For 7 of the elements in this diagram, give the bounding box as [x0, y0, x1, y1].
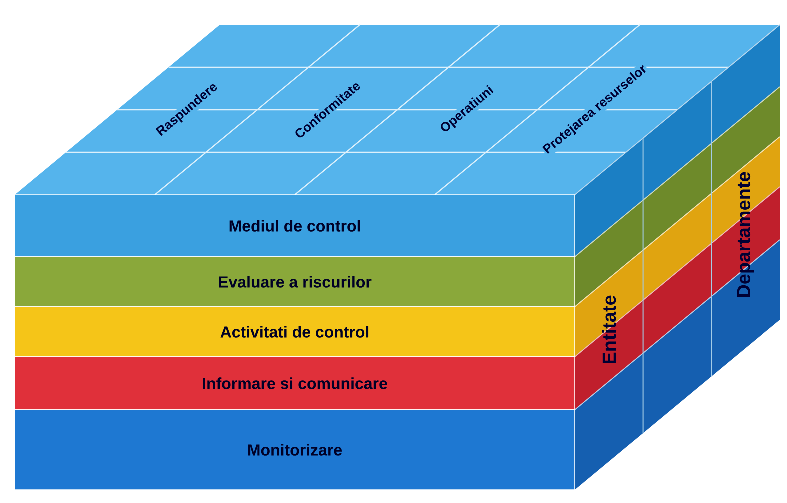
layer-band: Monitorizare [14, 410, 576, 490]
axis-label: Entitate [602, 296, 616, 364]
layer-band: Informare si comunicare [14, 356, 576, 410]
axis-label: Departamente [737, 172, 754, 298]
layer-band: Evaluare a riscurilor [14, 256, 576, 308]
layer-band: Activitati de control [14, 306, 576, 358]
layer-band: Mediul de control [14, 194, 576, 258]
